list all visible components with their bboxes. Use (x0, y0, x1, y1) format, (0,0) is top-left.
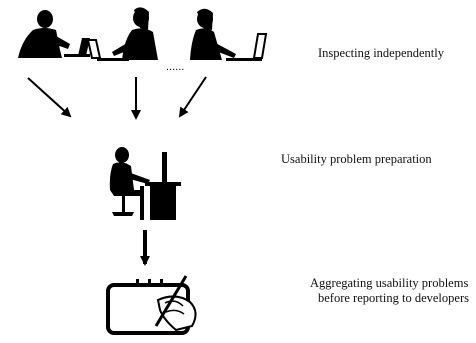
preparer-desk-computer-icon (109, 147, 181, 220)
label-aggregating-line2: before reporting to developers (318, 291, 469, 305)
ellipsis-dots: ...... (166, 61, 184, 73)
arrow-from-right-inspector (178, 76, 207, 118)
label-inspecting-independently: Inspecting independently (318, 46, 445, 60)
inspector-woman-2-laptop-icon (190, 8, 268, 61)
tablet-pen-icon (106, 275, 197, 335)
arrow-from-left-inspector (27, 77, 72, 118)
label-problem-preparation: Usability problem preparation (281, 152, 432, 166)
label-aggregating-line1: Aggregating usability problems (310, 276, 469, 290)
inspector-man-laptop-icon (18, 10, 90, 58)
inspector-woman-laptop-icon (86, 7, 158, 61)
